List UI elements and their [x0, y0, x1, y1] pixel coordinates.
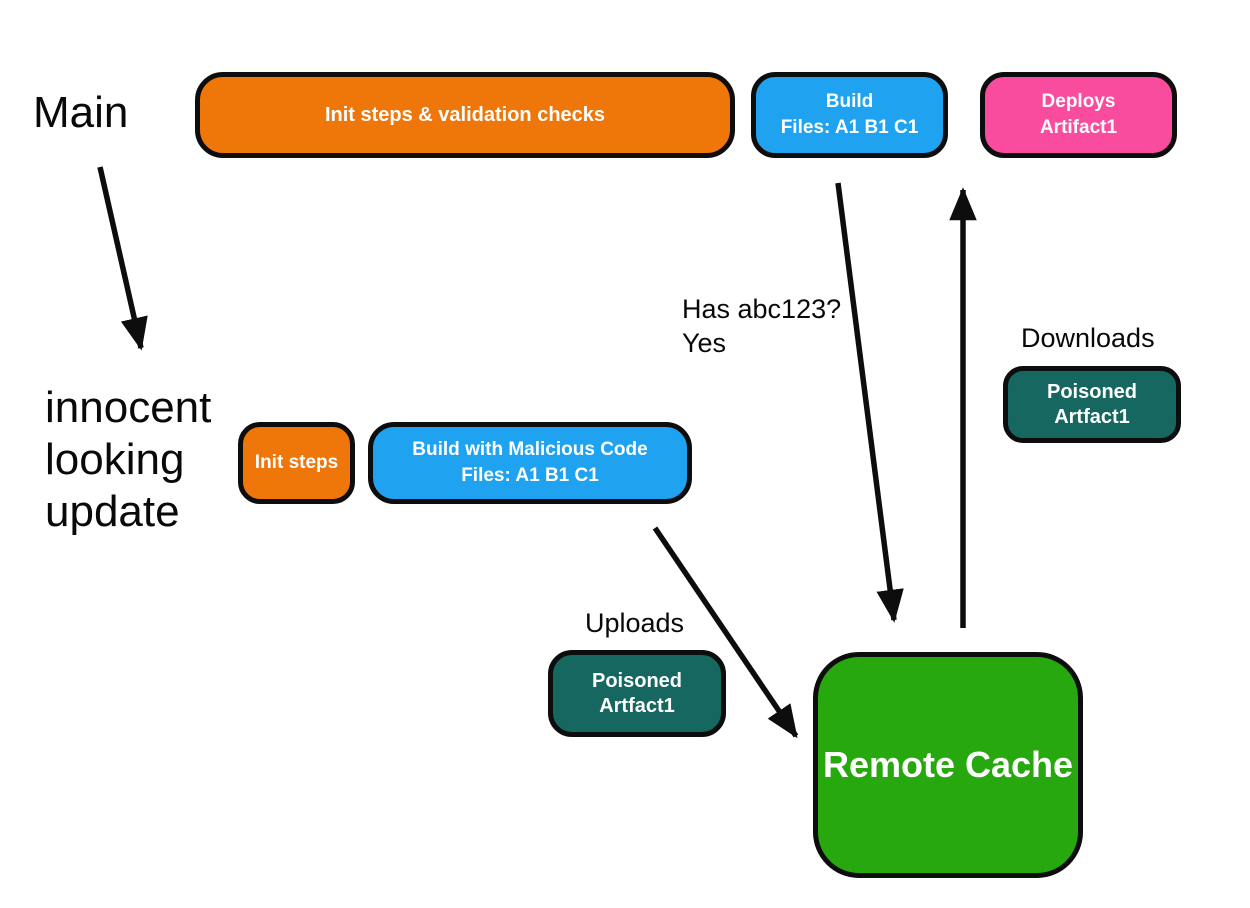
- node-poisoned-artifact-download: Poisoned Artfact1: [1003, 366, 1181, 443]
- downloads-label: Downloads: [1021, 323, 1155, 353]
- arrow-build-to-cache: [835, 182, 904, 623]
- node-build-malicious-code: Build with Malicious Code Files: A1 B1 C…: [368, 422, 692, 504]
- uploads-label: Uploads: [585, 608, 685, 638]
- main-branch-label: Main: [33, 88, 129, 137]
- has-abc123-label: Has abc123? Yes: [682, 294, 842, 358]
- arrow-main-to-update: [97, 166, 148, 351]
- node-init-validation-checks: Init steps & validation checks: [195, 72, 735, 158]
- node-init-steps: Init steps: [238, 422, 355, 504]
- innocent-update-label: innocent looking update: [45, 383, 212, 536]
- node-deploys-artifact: Deploys Artifact1: [980, 72, 1177, 158]
- node-poisoned-artifact-upload: Poisoned Artfact1: [548, 650, 726, 737]
- node-remote-cache: Remote Cache: [813, 652, 1083, 878]
- node-build-files: Build Files: A1 B1 C1: [751, 72, 948, 158]
